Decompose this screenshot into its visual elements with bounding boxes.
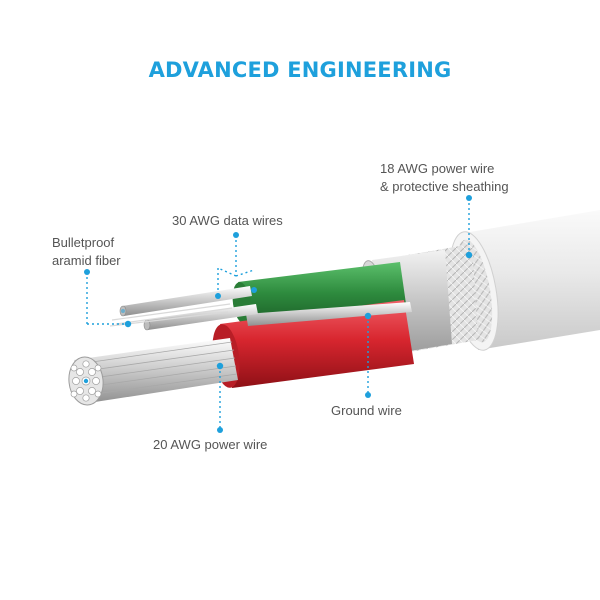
- page-title: ADVANCED ENGINEERING: [148, 58, 452, 82]
- label-aramid-line2: aramid fiber: [52, 253, 121, 268]
- power-conductor-20awg: [68, 338, 238, 406]
- label-ground-wire: Ground wire: [331, 403, 402, 418]
- label-18awg-power: 18 AWG power wire & protective sheathing: [380, 160, 509, 196]
- label-aramid-line1: Bulletproof: [52, 235, 115, 250]
- ground-wire: [246, 302, 412, 326]
- leader-lines: [86, 198, 470, 430]
- label-18awg-line1: 18 AWG power wire: [380, 161, 495, 176]
- leader-dots: [84, 195, 473, 433]
- label-20awg-power: 20 AWG power wire: [153, 437, 268, 452]
- label-30awg-data: 30 AWG data wires: [172, 213, 283, 228]
- label-18awg-line2: & protective sheathing: [380, 179, 509, 194]
- label-aramid-fiber: Bulletproof aramid fiber: [52, 234, 121, 270]
